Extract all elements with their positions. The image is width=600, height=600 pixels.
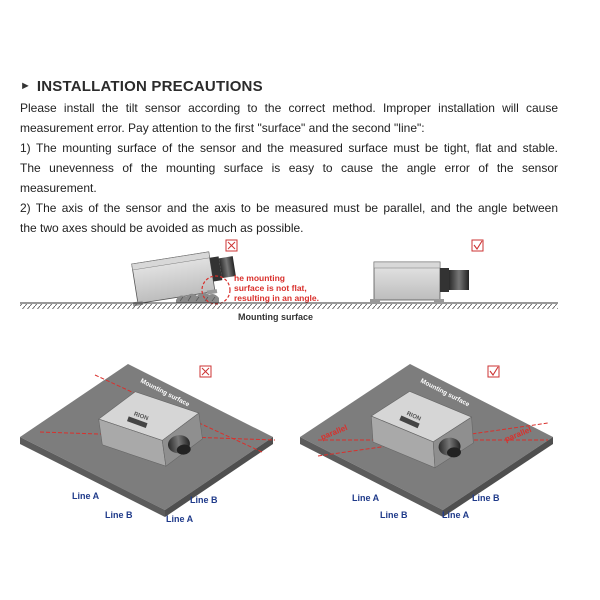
checkbox-x-icon: [225, 239, 238, 252]
sensor-device: RION: [370, 391, 474, 469]
perspective-wrong: Mounting surface RION Line A Line B Line…: [20, 364, 276, 524]
flat-sensor: [370, 261, 469, 303]
label-line-a: Line A: [72, 491, 100, 501]
paragraph-line: the two axes should be avoided as much a…: [20, 221, 304, 235]
annotation-line: surface is not flat,: [234, 283, 307, 293]
intro-block: Please install the tilt sensor according…: [20, 98, 558, 238]
label-line-a: Line A: [352, 493, 380, 503]
tilted-sensor: [131, 251, 236, 307]
ground-label: Mounting surface: [238, 312, 313, 322]
paragraph-line: measurement.: [20, 181, 97, 195]
checkbox-x-icon: [199, 365, 212, 378]
paragraph-line: Please install the tilt sensor according…: [20, 101, 558, 115]
annotation-line: resulting in an angle.: [234, 293, 319, 303]
sensor-device: RION: [98, 391, 203, 467]
uneven-debris: [176, 292, 219, 303]
section-title: INSTALLATION PRECAUTIONS: [36, 77, 263, 95]
paragraph-line: The unevenness of the mounting surface i…: [20, 161, 558, 175]
label-line-a-2: Line A: [442, 510, 470, 520]
side-view-correct: [370, 239, 484, 303]
checkbox-check-icon: [471, 239, 484, 252]
paragraph-line: 2) The axis of the sensor and the axis t…: [20, 201, 558, 215]
label-line-b: Line B: [190, 495, 218, 505]
checkbox-check-icon: [487, 365, 500, 378]
device-brand: RION: [405, 411, 421, 423]
paragraph-line: measurement error. Pay attention to the …: [20, 121, 425, 135]
triangle-right-icon: ►: [20, 80, 31, 92]
perspective-correct: Mounting surface parallel parallel RION …: [300, 364, 553, 520]
label-line-b-2: Line B: [380, 510, 408, 520]
side-view-wrong: he mounting surface is not flat, resulti…: [131, 239, 319, 307]
label-line-b-2: Line B: [105, 510, 133, 520]
label-line-b: Line B: [472, 493, 500, 503]
label-line-a-2: Line A: [166, 514, 194, 524]
ground-line: Mounting surface: [20, 302, 558, 322]
paragraph-line: 1) The mounting surface of the sensor an…: [20, 141, 558, 155]
section-heading: ► INSTALLATION PRECAUTIONS: [20, 76, 263, 96]
annotation-line: he mounting: [234, 273, 285, 283]
device-brand: RION: [133, 411, 149, 422]
